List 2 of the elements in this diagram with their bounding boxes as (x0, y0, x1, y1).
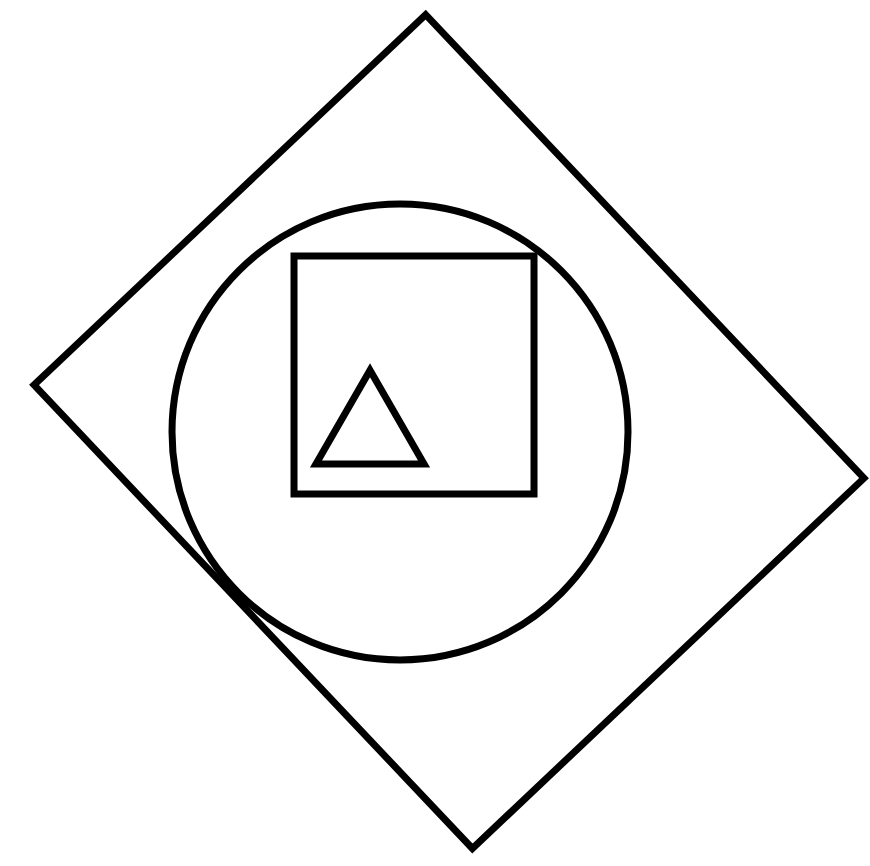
circle-outline (168, 200, 632, 664)
rectangle-outline (290, 252, 538, 498)
